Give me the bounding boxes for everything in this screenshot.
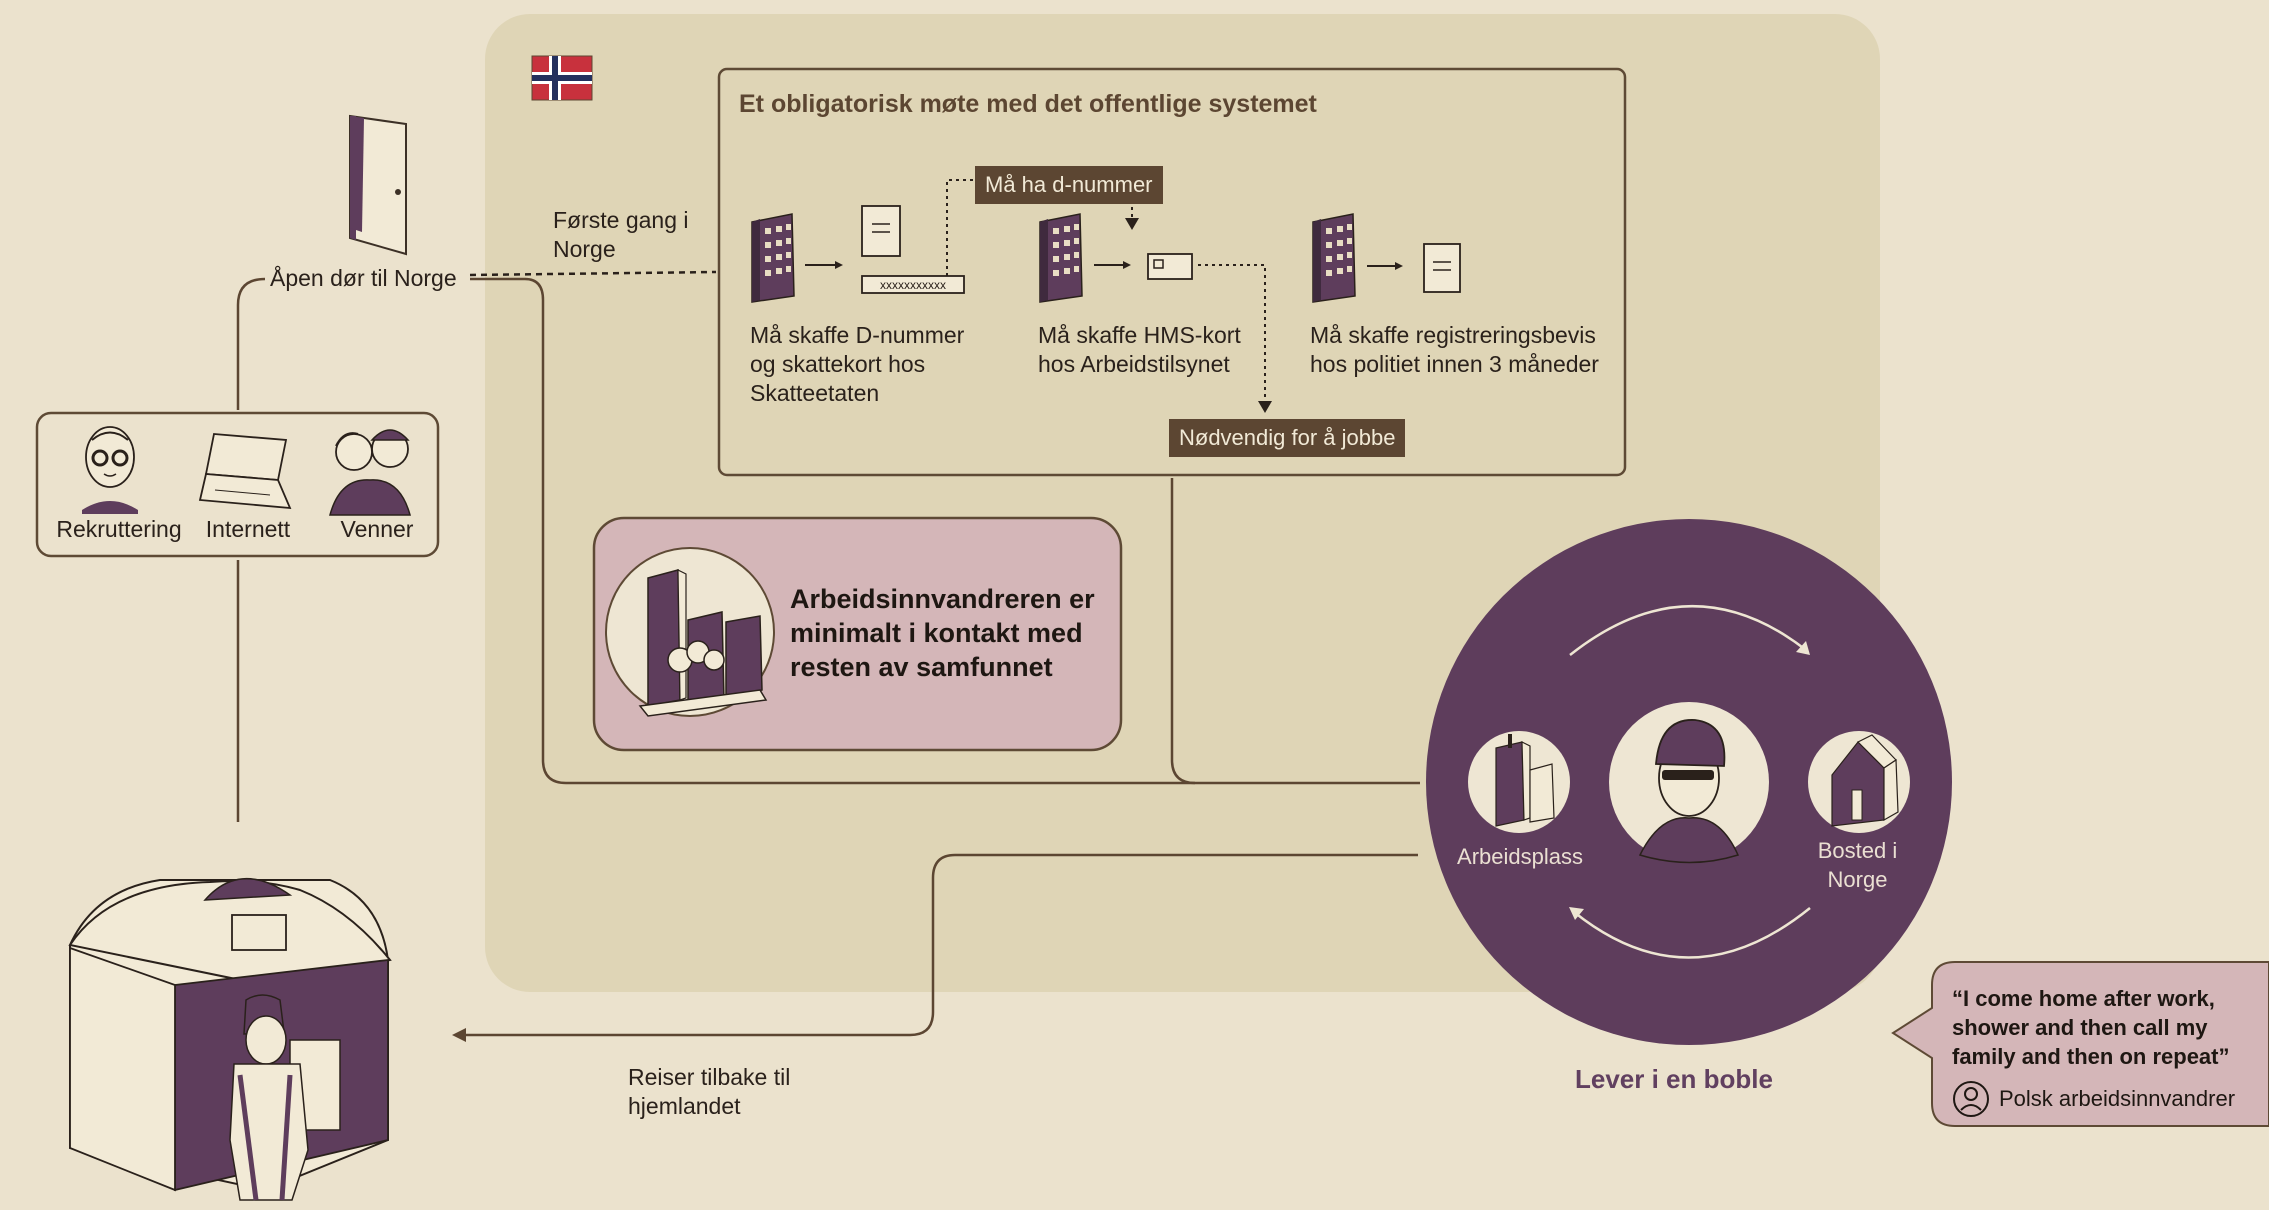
building-icon [751,213,795,303]
cycle-arrow-bottom [1573,907,1811,959]
cycle-arrow-top [1569,605,1807,656]
step3-arrowhead [1395,262,1403,270]
system-box-title: Et obligatorisk møte med det offentlige … [739,90,1317,118]
document-icon [1423,243,1461,293]
cycle-arrowhead-top [1796,641,1810,655]
hms-dotted-line [1198,264,1266,405]
recruiter-icon [82,426,138,514]
dnumber-arrowhead [1125,218,1139,230]
entry-dashed-line [469,270,717,277]
quote-source: Polsk arbeidsinnvandrer [1999,1086,2236,1111]
quote-bubble [1891,961,2269,1127]
building-icon [1039,213,1083,303]
source-recruitment-label: Rekruttering [56,516,182,542]
step2-arrowhead [1123,261,1131,269]
id-card-number: xxxxxxxxxxx [880,278,946,292]
cycle-arrowhead-bottom [1569,907,1584,920]
id-card-icon [861,275,965,294]
dnumber-dotted-line [946,179,975,276]
workplace-icon [1468,731,1570,833]
document-icon [861,205,901,257]
quote-text: “I come home after work, shower and then… [1952,986,2230,1069]
id-card-icon [1147,253,1193,280]
return-arrow-head [452,1028,466,1042]
source-internet-label: Internett [205,516,291,542]
step1-arrowhead-a [835,261,843,269]
tag-needed-for-work: Nødvendig for å jobbe [1169,419,1406,457]
connector-lines [236,277,1420,1037]
person-icon [1953,1081,1989,1117]
home-country-house-icon [68,877,392,1201]
home-label: Bosted i Norge [1817,838,1898,892]
first-time-label: Første gang i Norge [553,207,689,262]
bubble-caption: Lever i en boble [1575,1064,1773,1094]
door-icon [349,114,407,256]
laptop-icon [198,433,292,510]
return-label: Reiser tilbake til hjemlandet [628,1064,791,1119]
open-door-label: Åpen dør til Norge [270,265,457,291]
tag-d-number: Må ha d-nummer [975,166,1163,204]
system-box [717,67,1627,477]
workplace-label: Arbeidsplass [1457,844,1583,869]
sources-box [35,411,440,558]
worker-icon [1609,702,1769,864]
norway-flag-icon [531,55,593,101]
step3-text: Må skaffe registreringsbevis hos politie… [1310,322,1599,377]
home-house-icon [1808,731,1910,833]
city-icon [605,547,775,717]
source-friends-label: Venner [340,516,414,542]
building-icon [1312,213,1356,303]
isolation-text: Arbeidsinnvandreren er minimalt i kontak… [790,584,1095,682]
step2-text: Må skaffe HMS-kort hos Arbeidstilsynet [1038,322,1241,377]
friends-icon [329,429,411,516]
step1-text: Må skaffe D-nummer og skattekort hos Ska… [750,322,965,406]
hms-arrowhead [1258,401,1272,413]
